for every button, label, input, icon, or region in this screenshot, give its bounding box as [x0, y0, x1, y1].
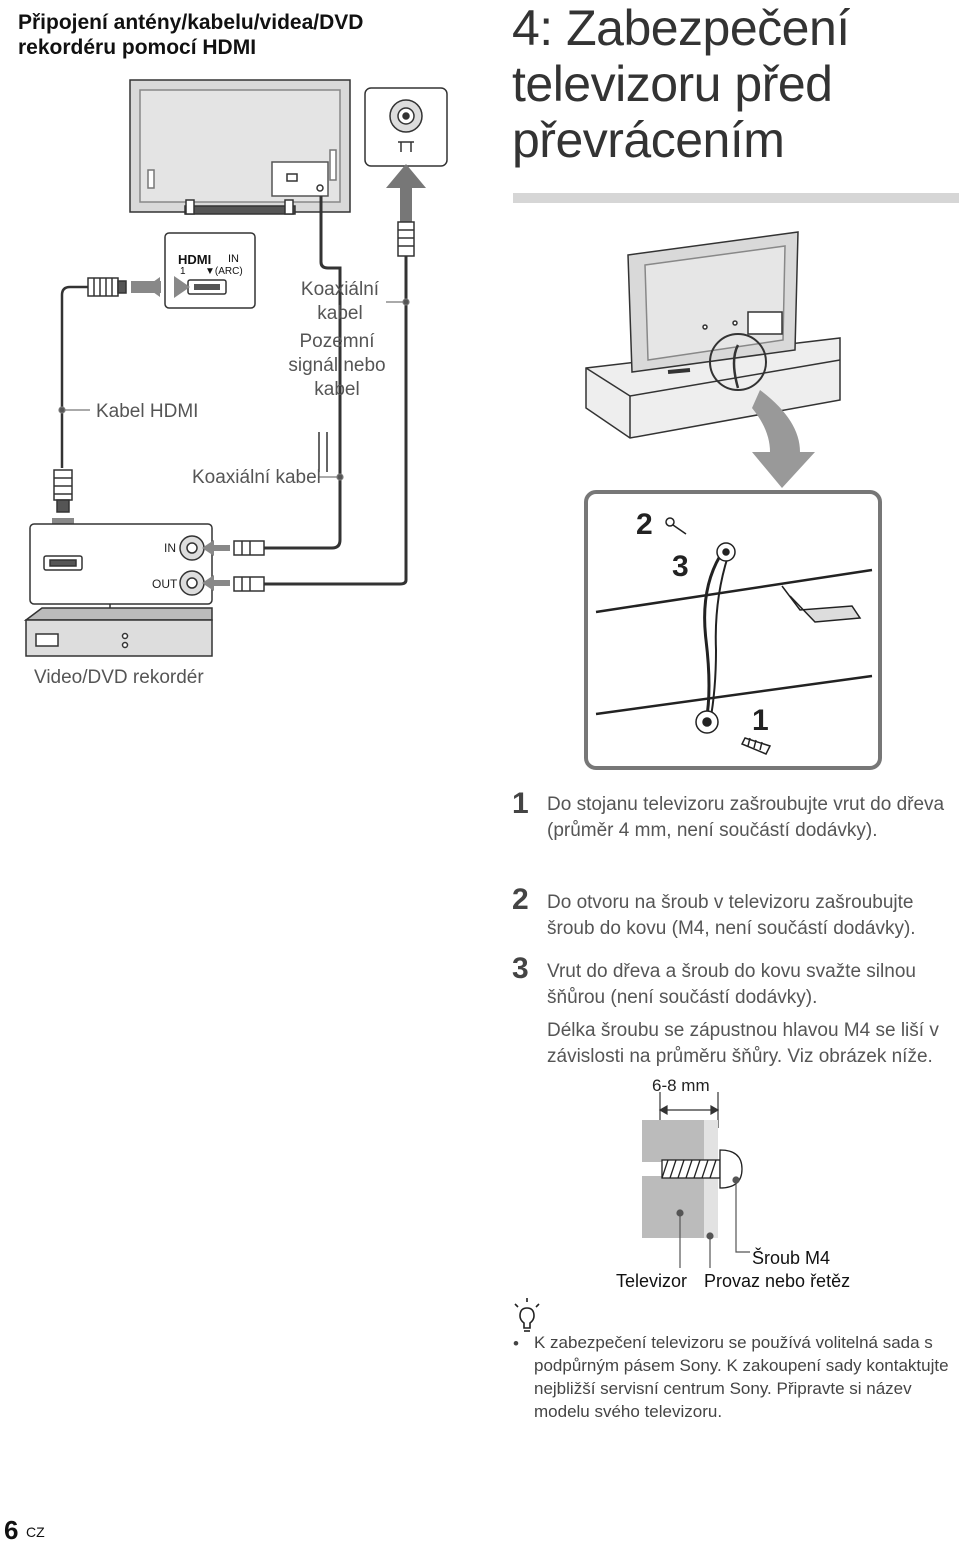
screw-dimension-label: 6-8 mm — [652, 1076, 710, 1095]
page-language: CZ — [26, 1524, 45, 1540]
step-1-text: Do stojanu televizoru zašroubujte vrut d… — [547, 794, 945, 841]
step-3-text: Vrut do dřeva a šroub do kovu svažte sil… — [547, 961, 916, 1008]
detail-contents — [595, 555, 873, 723]
coax-cable-top — [262, 256, 408, 586]
wood-screw-icon — [695, 710, 772, 755]
step-2-text: Do otvoru na šroub v televizoru zašroubu… — [547, 892, 916, 939]
illus-number-3: 3 — [672, 550, 689, 583]
cord-label: Provaz nebo řetěz — [704, 1271, 851, 1291]
illus-number-1: 1 — [752, 704, 769, 737]
illus-number-2: 2 — [636, 508, 653, 541]
coax-cable-mid-label: Koaxiální kabel — [192, 467, 321, 488]
coax-cable-mid — [262, 196, 342, 550]
page-number: 6 — [4, 1515, 19, 1545]
hdmi-plug-bottom-icon — [53, 469, 73, 513]
terrestrial-signal-label: Pozemní signál nebo kabel — [288, 331, 386, 400]
coax-plug-icon — [397, 221, 415, 257]
antenna-socket-icon — [364, 87, 448, 167]
tv-wall-bottom — [642, 1176, 704, 1238]
hdmi-logo: HDMI — [178, 252, 212, 267]
tv-on-stand — [585, 231, 841, 439]
hdmi-cable — [60, 285, 104, 468]
in-port-label: IN — [164, 541, 176, 555]
hdmi-in-label: IN — [228, 253, 239, 265]
arrow-curved-down-icon — [752, 390, 815, 488]
left-heading: Připojení antény/kabelu/videa/DVD rekord… — [18, 11, 364, 59]
hdmi-port-number: 1 — [180, 266, 186, 277]
hdmi-cable-label: Kabel HDMI — [96, 401, 199, 422]
tip-text: K zabezpečení televizoru se používá voli… — [534, 1333, 949, 1421]
detail-circle — [709, 333, 767, 391]
coax-plugs-recorder — [233, 540, 265, 592]
out-port-label: OUT — [152, 577, 178, 591]
step-2-number: 2 — [512, 883, 529, 916]
tip-bullet: • — [513, 1334, 519, 1353]
detail-frame — [584, 490, 882, 770]
cord-layer — [704, 1120, 718, 1238]
heading-rule — [513, 193, 959, 203]
step-3-number: 3 — [512, 952, 529, 985]
tv-wall-top — [642, 1120, 704, 1162]
coax-cable-top-label: Koaxiální kabel — [300, 279, 380, 324]
recorder-rear-panel — [29, 523, 213, 618]
step-1-number: 1 — [512, 787, 529, 820]
right-heading: 4: Zabezpečení televizoru před převrácen… — [512, 0, 850, 168]
recorder-label: Video/DVD rekordér — [34, 667, 204, 688]
hdmi-plug-top-icon — [87, 277, 127, 297]
leader-lines — [58, 298, 410, 481]
recorder-front — [23, 607, 213, 657]
arrow-up-icon — [386, 164, 426, 230]
metal-screw-icon — [665, 517, 736, 562]
hdmi-arc-label: ▼(ARC) — [205, 266, 243, 277]
tv-label: Televizor — [616, 1271, 688, 1291]
step-3-note: Délka šroubu se zápustnou hlavou M4 se l… — [547, 1020, 939, 1067]
m4-screw-label: Šroub M4 — [752, 1248, 831, 1268]
tv-back-illustration — [129, 79, 351, 215]
